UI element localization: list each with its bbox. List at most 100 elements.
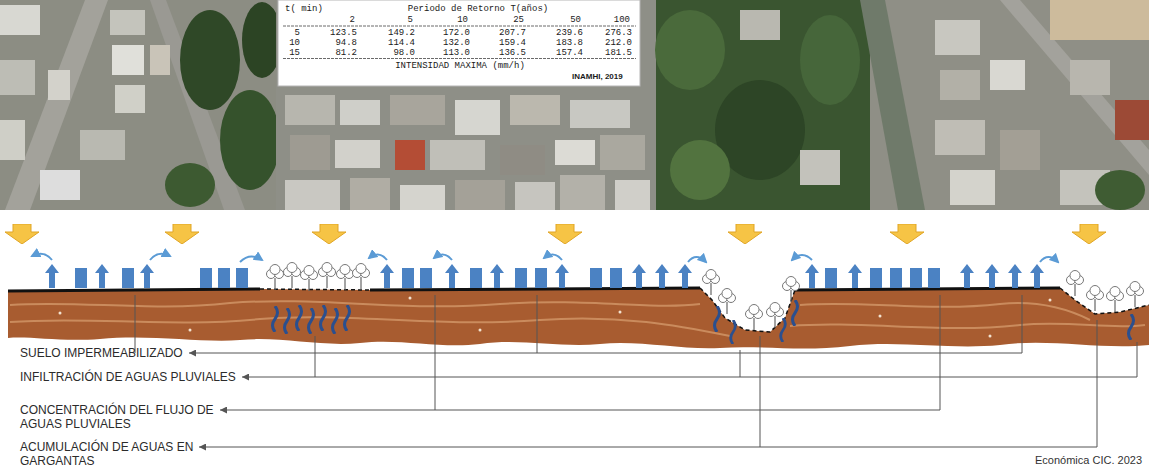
- aerial-photo: [180, 10, 240, 110]
- infiltration-marks: [781, 318, 786, 342]
- soil-layer: [790, 324, 1145, 329]
- aerial-photo: [940, 70, 980, 100]
- buildings: [1030, 264, 1044, 288]
- ground-surface: [370, 288, 700, 290]
- soil-layer: [10, 317, 730, 336]
- buildings: [805, 264, 819, 288]
- callout-label: CONCENTRACIÓN DEL FLUJO DE AGUAS PLUVIAL…: [20, 403, 235, 431]
- rain-arrows: [728, 224, 762, 244]
- aerial-photo: [0, 0, 1149, 210]
- aerial-photo: [990, 60, 1025, 90]
- buildings: [470, 268, 482, 288]
- aerial-photo: [165, 163, 215, 207]
- aerial-photo: [500, 145, 545, 175]
- trees: [284, 263, 301, 289]
- runoff-arrows: [792, 255, 812, 260]
- aerial-photo: [1050, 0, 1149, 40]
- buildings: [490, 264, 504, 288]
- aerial-photo: [655, 10, 725, 90]
- aerial-photo: [600, 135, 645, 170]
- rain-arrows: [890, 224, 924, 244]
- leader-lines: [315, 336, 316, 377]
- credit-note: Económica CIC. 2023: [942, 453, 1142, 467]
- ground-surface: [795, 288, 1060, 290]
- buildings: [555, 264, 569, 288]
- buildings: [590, 268, 602, 288]
- soil-layer: [1049, 299, 1052, 302]
- buildings: [380, 264, 394, 288]
- table-cell: 113.0: [420, 48, 470, 58]
- table-cell: 132.0: [420, 38, 470, 48]
- aerial-photo: [0, 60, 35, 95]
- buildings: [402, 268, 414, 288]
- aerial-photo: [0, 5, 40, 35]
- infiltration-marks: [285, 308, 290, 334]
- aerial-photo: [935, 20, 980, 55]
- soil-layer: [479, 329, 482, 332]
- trees: [719, 289, 736, 315]
- aerial-photo: [285, 180, 340, 210]
- table-row-label: 15: [270, 48, 300, 58]
- soil-layer: [8, 288, 1149, 349]
- rain-arrows: [548, 224, 582, 244]
- rain-arrows: [1072, 224, 1106, 244]
- runoff-arrows: [32, 254, 1058, 262]
- callout-label: SUELO IMPERMEABILIZADO: [20, 346, 183, 360]
- trees: [1127, 282, 1144, 308]
- aerial-photo: [670, 140, 730, 200]
- trees: [1067, 271, 1084, 297]
- table-header: t( min): [285, 4, 323, 14]
- buildings: [140, 264, 154, 288]
- leader-lines: [537, 295, 538, 353]
- buildings: [122, 268, 134, 288]
- aerial-photo: [110, 10, 145, 35]
- table-panel: [278, 0, 640, 86]
- aerial-photo: [560, 175, 605, 210]
- trees: [1107, 287, 1124, 313]
- leader-lines: [220, 410, 940, 411]
- ground-surface: [8, 288, 1149, 332]
- aerial-photo: [1000, 130, 1040, 170]
- aerial-photo: [80, 130, 125, 160]
- leader-lines: [1097, 320, 1098, 447]
- trees: [319, 263, 336, 289]
- trees: [1087, 286, 1104, 312]
- aerial-photo: [950, 170, 995, 205]
- aerial-photo: [150, 45, 170, 75]
- trees: [337, 265, 354, 291]
- soil-layer: [800, 303, 1090, 320]
- aerial-photo: [615, 180, 650, 210]
- aerial-photo: [220, 90, 280, 190]
- buildings: [420, 268, 432, 288]
- aerial-photo: [290, 135, 330, 170]
- trees: [783, 277, 800, 303]
- table-cell: 207.7: [476, 28, 526, 38]
- table-cell: 98.0: [365, 48, 415, 58]
- rain-arrows: [312, 224, 346, 244]
- infiltration-marks: [273, 306, 278, 332]
- aerial-photo: [48, 70, 70, 100]
- trees: [703, 270, 720, 296]
- trees: [267, 263, 1144, 331]
- ground-surface: [8, 289, 260, 291]
- aerial-photo: [0, 120, 25, 160]
- table-panel: [283, 58, 636, 59]
- table-cell: 136.5: [476, 48, 526, 58]
- table-cell: 276.3: [582, 28, 632, 38]
- aerial-photo: [0, 0, 280, 210]
- infiltration-marks: [345, 305, 350, 331]
- trees: [746, 305, 763, 331]
- aerial-photo: [515, 182, 555, 210]
- buildings: [928, 268, 940, 288]
- buildings: [890, 268, 902, 288]
- table-header: 100: [590, 15, 630, 25]
- table-cell: 239.6: [533, 28, 583, 38]
- buildings: [218, 268, 230, 288]
- table-caption: INTENSIDAD MAXIMA (mm/h): [320, 61, 600, 71]
- buildings: [985, 264, 999, 288]
- infiltration-marks: [309, 308, 314, 334]
- buildings: [632, 264, 646, 288]
- soil-layer: [409, 297, 412, 300]
- buildings: [960, 264, 974, 288]
- rain-arrows: [5, 224, 1106, 244]
